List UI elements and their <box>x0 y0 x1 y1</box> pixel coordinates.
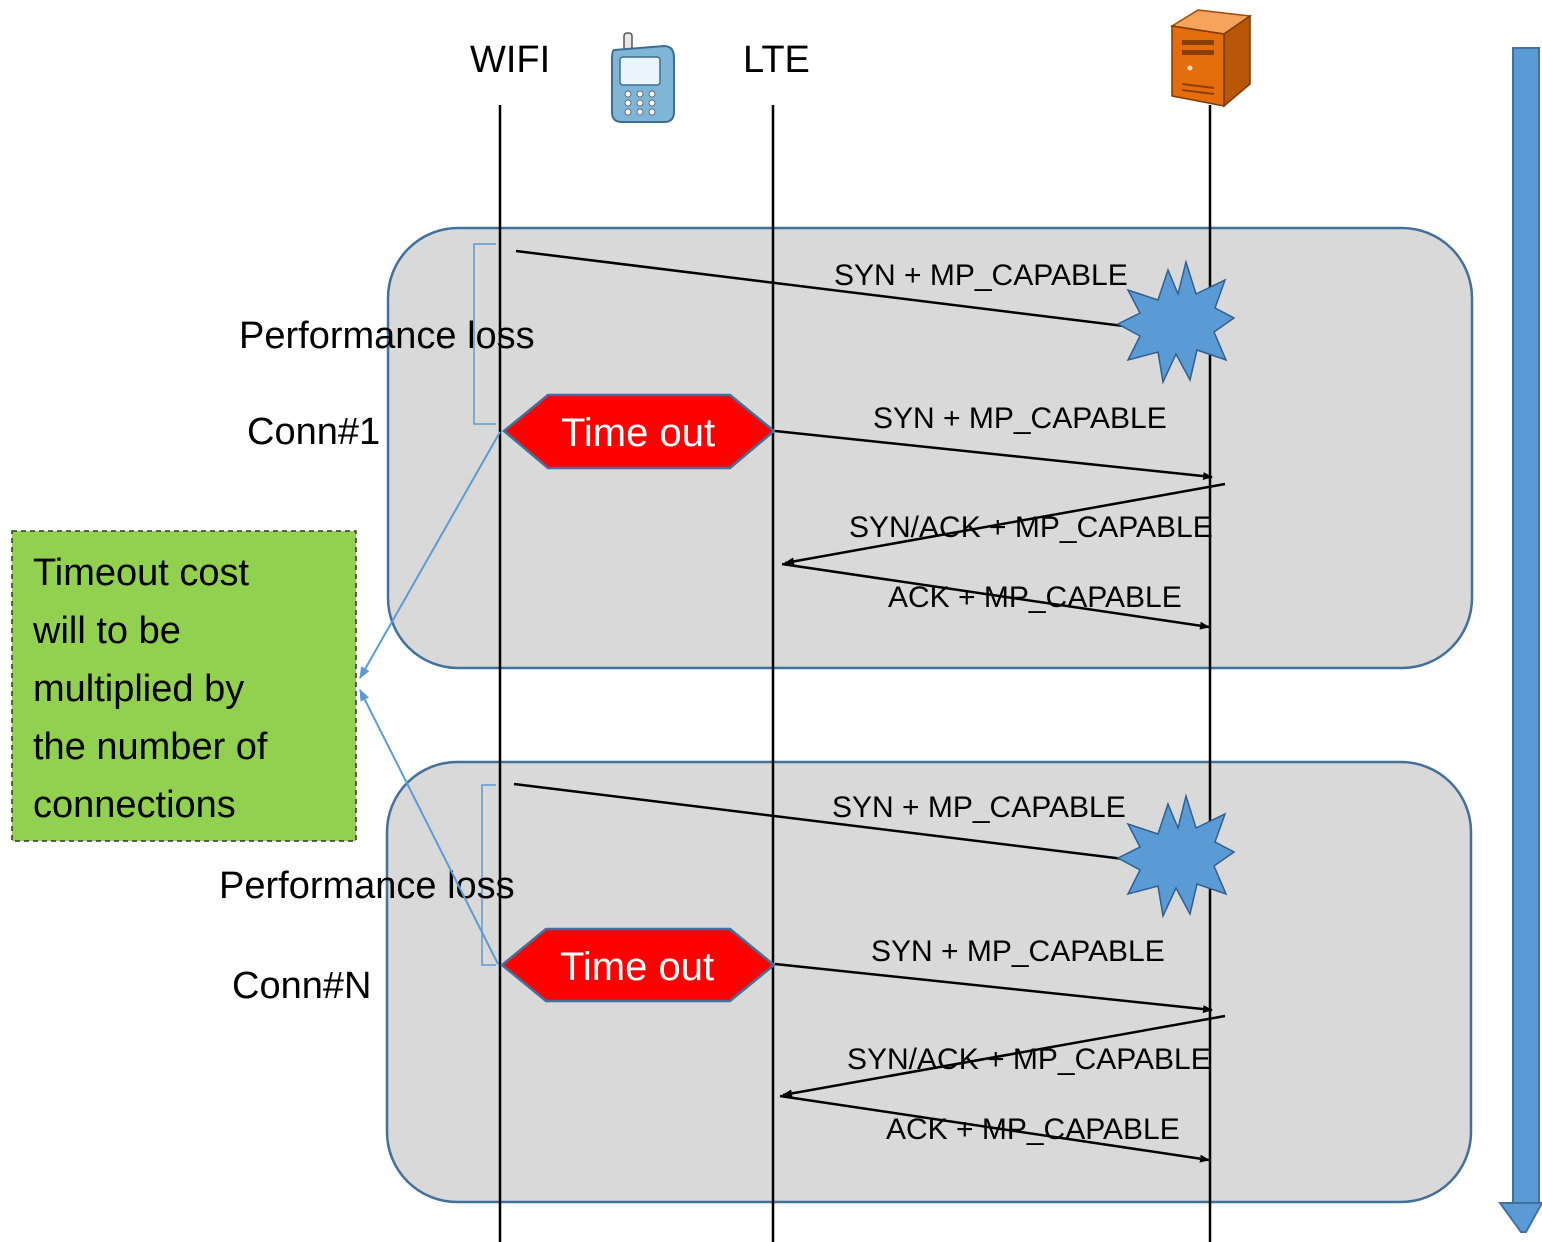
syn-wifi-arrow-n <box>513 782 1141 864</box>
timeout-label-n: Time out <box>560 945 714 989</box>
note-line-1: Timeout cost <box>33 552 250 594</box>
mobile-phone-icon <box>611 32 675 123</box>
syn-wifi-label-1: SYN + MP_CAPABLE <box>834 259 1128 292</box>
synack-arrow-1 <box>784 482 1226 566</box>
timeout-badge-n <box>500 927 776 1003</box>
time-arrow <box>1498 47 1542 1233</box>
note-line-5: connections <box>33 784 236 826</box>
timeout-badge-1 <box>502 393 776 470</box>
syn-wifi-label-n: SYN + MP_CAPABLE <box>832 791 1126 824</box>
callout-line-1 <box>359 431 501 680</box>
performance-loss-bracket-n <box>481 784 496 966</box>
server-tower-icon <box>1169 9 1253 108</box>
syn-wifi-arrow-1 <box>515 249 1141 331</box>
note-line-3: multiplied by <box>33 668 244 710</box>
ack-arrow-n <box>779 1094 1210 1163</box>
wifi-label: WIFI <box>470 39 550 81</box>
synack-arrow-n <box>782 1014 1226 1098</box>
note-line-4: the number of <box>33 726 268 768</box>
timeout-label-1: Time out <box>561 411 715 455</box>
syn-lte-arrow-n <box>774 962 1213 1014</box>
synack-label-n: SYN/ACK + MP_CAPABLE <box>847 1043 1211 1076</box>
synack-label-1: SYN/ACK + MP_CAPABLE <box>849 511 1213 544</box>
syn-lte-label-n: SYN + MP_CAPABLE <box>871 935 1165 968</box>
loss-burst-icon-n <box>1116 793 1236 919</box>
callout-line-n <box>359 688 499 965</box>
conn-label-1: Conn#1 <box>247 411 380 453</box>
loss-burst-icon-1 <box>1116 259 1236 385</box>
syn-lte-label-1: SYN + MP_CAPABLE <box>873 402 1167 435</box>
timeout-cost-note-box <box>11 530 357 842</box>
syn-lte-arrow-1 <box>774 429 1213 481</box>
ack-arrow-1 <box>781 562 1210 630</box>
ack-label-1: ACK + MP_CAPABLE <box>888 581 1182 614</box>
ack-label-n: ACK + MP_CAPABLE <box>886 1113 1180 1146</box>
performance-loss-bracket-1 <box>473 243 496 425</box>
lte-label: LTE <box>743 39 810 81</box>
performance-loss-label-1: Performance loss <box>239 315 535 357</box>
note-line-2: will to be <box>32 610 181 652</box>
performance-loss-label-n: Performance loss <box>219 865 515 907</box>
conn-label-n: Conn#N <box>232 965 371 1007</box>
